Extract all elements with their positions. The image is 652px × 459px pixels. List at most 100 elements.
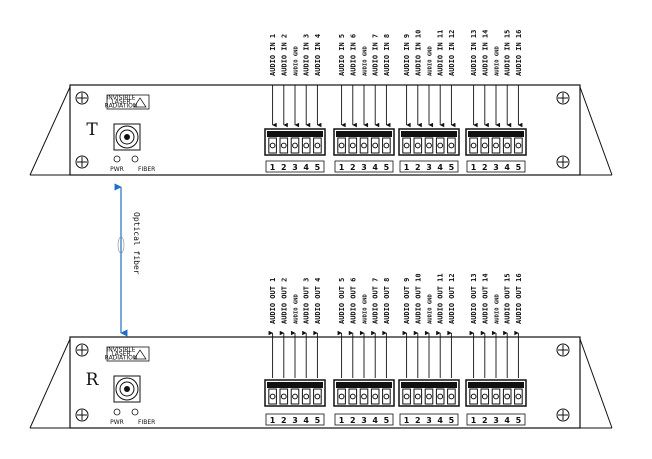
terminal-cell (491, 388, 501, 405)
pin-number-frame (466, 160, 526, 173)
pin-number: 1 (471, 163, 477, 172)
pin-number: 2 (281, 416, 287, 425)
signal-label: AUDIO GND (294, 294, 300, 324)
pin-number: 4 (504, 416, 510, 425)
pin-number: 4 (303, 416, 309, 425)
terminal-screw-icon (481, 142, 488, 149)
terminal-cell (313, 137, 322, 154)
pin-number: 4 (437, 163, 443, 172)
signal-label: AUDIO GND (495, 294, 501, 324)
terminal-block-top (468, 131, 524, 137)
pin-number: 2 (415, 163, 421, 172)
pin-number: 3 (361, 416, 367, 425)
terminal-screw-icon (437, 142, 444, 149)
terminal-screw-icon (372, 393, 379, 400)
terminal-screw-icon (303, 142, 310, 149)
terminal-block-top (336, 131, 392, 137)
pin-number: 1 (270, 163, 276, 172)
pin-number: 2 (350, 163, 356, 172)
terminal-screw-icon (515, 142, 522, 149)
signal-label: AUDIO IN 13 (470, 30, 478, 76)
terminal-screw-icon (426, 393, 432, 400)
screw-icon (556, 155, 570, 169)
terminal-screw-icon (403, 393, 410, 400)
signal-label: AUDIO IN 6 (349, 34, 357, 76)
terminal-cell (480, 388, 490, 405)
terminal-cell (424, 137, 434, 154)
fiber-port-housing (113, 375, 141, 403)
terminal-cell (348, 388, 358, 405)
pin-number-frame (399, 160, 459, 173)
terminal-cell (447, 137, 456, 154)
signal-label: AUDIO IN 7 (372, 34, 380, 76)
pin-number: 3 (493, 163, 499, 172)
laser-hazard-icon (133, 97, 147, 108)
signal-label: AUDIO OUT 2 (280, 278, 288, 324)
terminal-cell (424, 388, 434, 405)
signal-label: AUDIO IN 3 (303, 34, 311, 76)
screw-icon (556, 343, 570, 357)
warning-text: INVISIBLE (107, 95, 136, 102)
terminal-screw-icon (338, 142, 345, 149)
signal-label: AUDIO OUT 7 (372, 278, 380, 324)
signal-label: AUDIO GND (428, 294, 434, 324)
terminal-cell (514, 388, 523, 405)
warning-text: INVISIBLE (107, 347, 136, 354)
fiber-label: FIBER (138, 419, 155, 426)
signal-label: AUDIO GND (294, 46, 300, 76)
terminal-cell (359, 137, 369, 154)
fiber-loop-icon (117, 236, 125, 254)
pin-number: 1 (270, 416, 276, 425)
fiber-port-housing (113, 123, 141, 151)
signal-label: AUDIO IN 16 (515, 30, 523, 76)
terminal-cell (413, 137, 423, 154)
pin-number: 4 (437, 416, 443, 425)
terminal-cell (359, 388, 369, 405)
terminal-screw-icon (280, 393, 287, 400)
terminal-cell (337, 388, 346, 405)
right-flange (579, 338, 613, 429)
pwr-led-icon (113, 408, 121, 416)
pin-number: 1 (339, 416, 345, 425)
terminal-screw-icon (470, 142, 477, 149)
terminal-cell (348, 137, 358, 154)
pin-number: 4 (504, 163, 510, 172)
terminal-screw-icon (448, 142, 455, 149)
pin-number-frame (334, 413, 394, 426)
terminal-block-top (267, 382, 323, 388)
optical-fiber-label: Optical fiber (132, 212, 141, 275)
terminal-screw-icon (349, 142, 356, 149)
pin-number: 5 (315, 416, 321, 425)
terminal-screw-icon (414, 393, 421, 400)
terminal-screw-icon (437, 393, 444, 400)
fiber-port-icon (115, 125, 139, 149)
laser-warning-label (106, 94, 150, 110)
screw-icon (75, 155, 89, 169)
terminal-screw-icon (383, 142, 390, 149)
signal-label: AUDIO OUT 12 (448, 273, 456, 324)
pin-number: 2 (482, 163, 488, 172)
pin-number-frame (334, 160, 394, 173)
terminal-cell (290, 137, 300, 154)
warning-text: RADIATION (105, 103, 138, 110)
signal-label: AUDIO OUT 15 (504, 273, 512, 324)
terminal-block-top (401, 382, 457, 388)
terminal-screw-icon (403, 142, 410, 149)
signal-label: AUDIO OUT 4 (314, 278, 322, 324)
terminal-cell (279, 137, 289, 154)
left-flange (29, 86, 71, 176)
pin-number: 2 (482, 416, 488, 425)
signal-label: AUDIO OUT 3 (303, 278, 311, 324)
pin-number-frame (265, 413, 325, 426)
signal-label: AUDIO OUT 10 (414, 273, 422, 324)
pin-number-frame (466, 413, 526, 426)
terminal-cell (469, 388, 478, 405)
pwr-label: PWR (110, 166, 124, 173)
pin-number: 3 (426, 416, 432, 425)
terminal-cell (268, 388, 277, 405)
